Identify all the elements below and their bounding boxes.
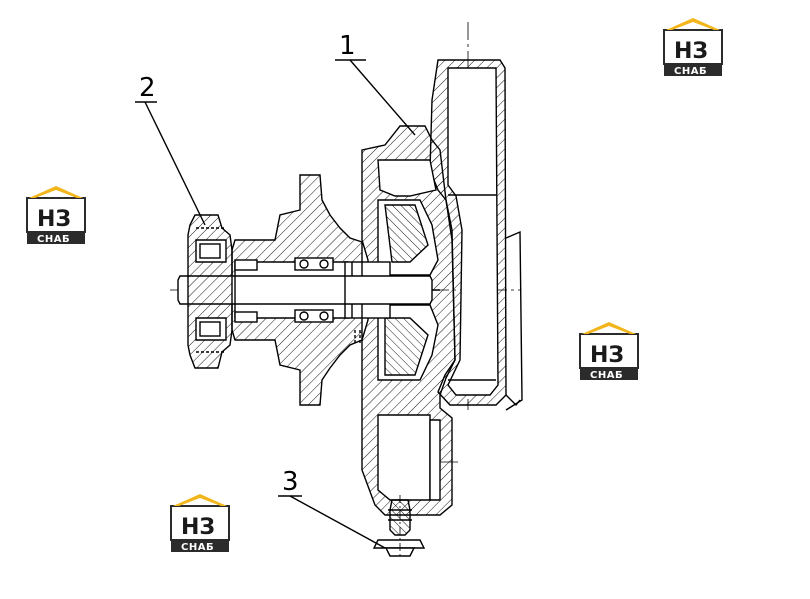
svg-text:СНАБ: СНАБ [590, 370, 623, 381]
svg-text:СНАБ: СНАБ [37, 234, 70, 245]
svg-text:СНАБ: СНАБ [674, 66, 707, 77]
svg-text:НЗ: НЗ [674, 39, 708, 64]
svg-text:НЗ: НЗ [37, 207, 71, 232]
svg-text:СНАБ: СНАБ [181, 542, 214, 553]
watermark-logo: НЗ СНАБ [579, 322, 639, 381]
svg-text:НЗ: НЗ [590, 343, 624, 368]
watermark-logo: НЗ СНАБ [26, 186, 86, 245]
water-pump-section [135, 22, 523, 557]
watermark-logo: НЗ СНАБ [663, 18, 723, 77]
callout-3: 3 [282, 467, 299, 497]
callout-2: 2 [139, 73, 156, 103]
svg-text:НЗ: НЗ [181, 515, 215, 540]
watermark-logo: НЗ СНАБ [170, 494, 230, 553]
callout-1: 1 [339, 31, 356, 61]
